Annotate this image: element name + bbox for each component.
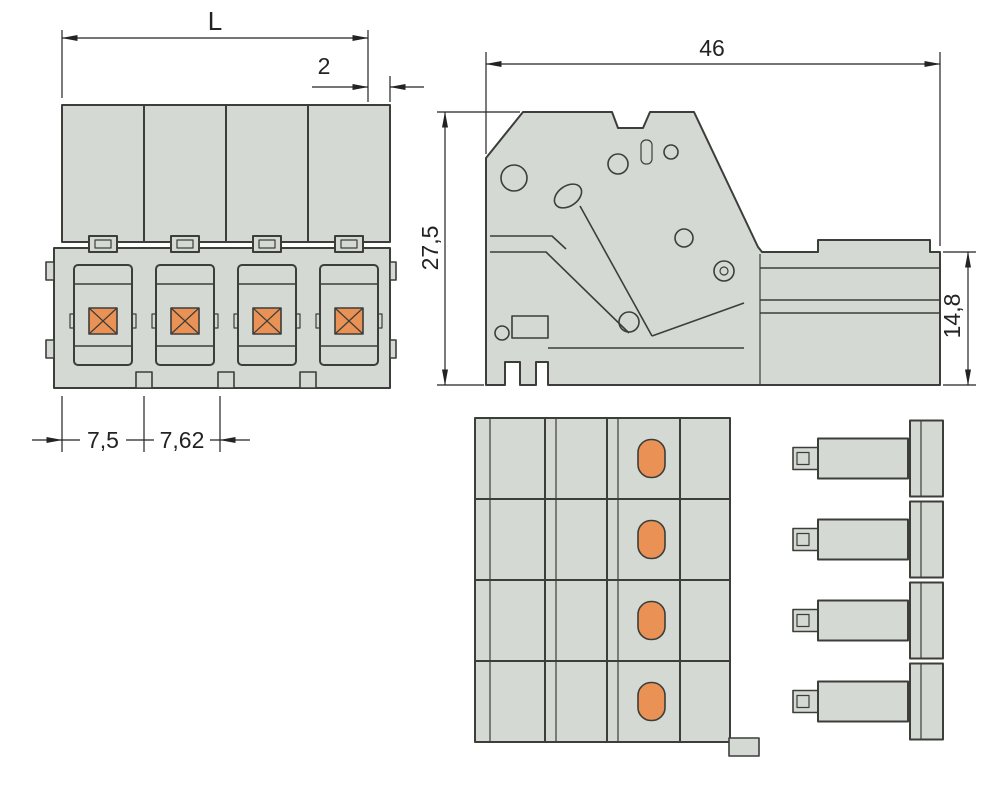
clamp-spring-line	[490, 251, 630, 334]
dimension-end-offset: 2	[312, 53, 424, 102]
label-background	[80, 425, 126, 454]
dimension-label: 46	[699, 35, 725, 61]
housing-right-tab	[389, 261, 397, 281]
side-outline	[485, 111, 941, 386]
top-view	[474, 417, 944, 757]
dimension-plug-height: 14,8	[939, 251, 976, 386]
housing-bottom-notch	[135, 371, 153, 389]
housing-window	[511, 315, 549, 339]
dimension-label: L	[208, 6, 222, 36]
housing-hole	[674, 228, 694, 248]
clamp-spring-line	[579, 205, 653, 337]
bottom-step	[728, 737, 760, 757]
front-view	[45, 104, 397, 389]
dimension-label: 7,5	[87, 427, 119, 453]
dimension-total-length: L	[61, 6, 369, 102]
dimension-label: 2	[318, 53, 331, 79]
dimension-depth: 46	[485, 35, 941, 246]
label-background	[154, 425, 210, 454]
pivot-hole-inner	[719, 266, 729, 276]
housing-right-tab	[389, 339, 397, 359]
clamp-spring-line	[490, 235, 567, 250]
housing-bottom-notch	[299, 371, 317, 389]
dimension-label: 7,62	[160, 427, 205, 453]
housing-left-tab	[45, 339, 55, 359]
housing-bottom-notch	[217, 371, 235, 389]
housing-slot-small	[640, 139, 653, 165]
dimension-label: 14,8	[939, 294, 965, 339]
side-view	[485, 111, 941, 386]
dimension-label: 27,5	[417, 226, 443, 271]
housing-hole	[663, 144, 679, 160]
housing-left-tab	[45, 261, 55, 281]
housing-slot	[553, 183, 583, 209]
dimension-height: 27,5	[417, 111, 520, 386]
housing-hole	[607, 153, 629, 175]
pivot-hole	[713, 260, 735, 282]
dimension-pitch: 7,5 7,62	[32, 396, 250, 454]
clamp-spring-line	[651, 302, 745, 337]
housing-hole	[500, 164, 528, 192]
housing-hole	[494, 325, 510, 341]
